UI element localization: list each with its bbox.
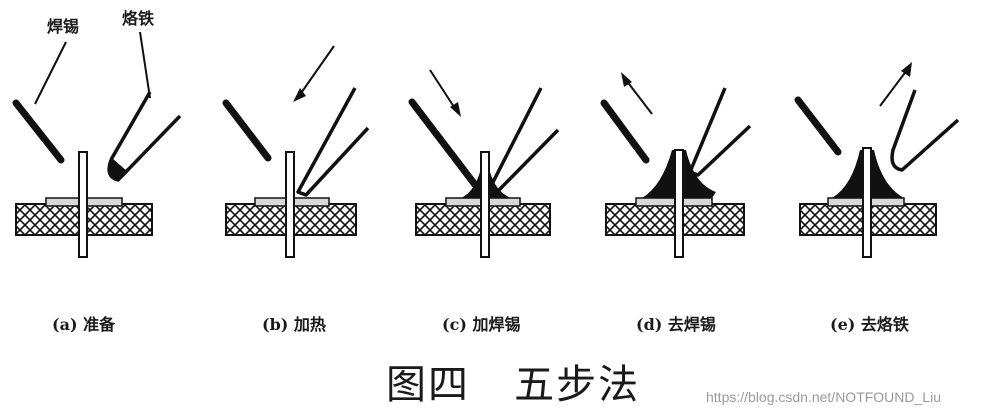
component-lead [480, 151, 490, 258]
step-a-panel: 焊锡 烙铁 (a) 准备 [12, 9, 182, 334]
component-lead [862, 147, 872, 258]
component-lead [674, 149, 684, 258]
step-d-caption: (d) 去焊锡 [636, 315, 716, 334]
component-lead [78, 151, 88, 258]
solder-wire [600, 99, 650, 164]
soldering-iron [890, 89, 960, 172]
motion-arrow [298, 45, 335, 97]
arrowhead-icon [450, 102, 461, 117]
step-c-panel: (c) 加焊锡 [408, 69, 560, 334]
solder-wire [794, 96, 842, 156]
solder-label-leader [34, 41, 67, 105]
step-b-caption: (b) 加热 [262, 315, 326, 334]
step-e-caption: (e) 去烙铁 [830, 315, 909, 334]
solder-wire [12, 99, 65, 164]
figure-title: 图四 五步法 [386, 362, 640, 408]
step-a-caption: (a) 准备 [52, 315, 116, 334]
motion-arrow [429, 69, 457, 111]
iron-label-leader [139, 31, 151, 99]
iron-tip-fill [109, 158, 128, 180]
solder-wire [222, 99, 272, 162]
arrowhead-icon [901, 62, 912, 77]
arrowhead-icon [621, 72, 632, 87]
solder-label: 焊锡 [47, 17, 79, 36]
motion-arrow [879, 69, 908, 107]
step-d-panel: (d) 去焊锡 [600, 72, 752, 334]
arrowhead-icon [293, 88, 306, 102]
component-lead [285, 151, 295, 258]
soldering-iron [688, 87, 752, 177]
solder-wire [408, 98, 480, 190]
soldering-iron [296, 87, 370, 197]
soldering-iron [488, 87, 560, 193]
watermark: https://blog.csdn.net/NOTFOUND_Liu [706, 389, 941, 405]
step-c-caption: (c) 加焊锡 [442, 315, 520, 334]
step-e-panel: (e) 去烙铁 [794, 62, 960, 334]
step-b-panel: (b) 加热 [222, 45, 370, 334]
motion-arrow [625, 79, 653, 115]
iron-label: 烙铁 [122, 9, 154, 28]
